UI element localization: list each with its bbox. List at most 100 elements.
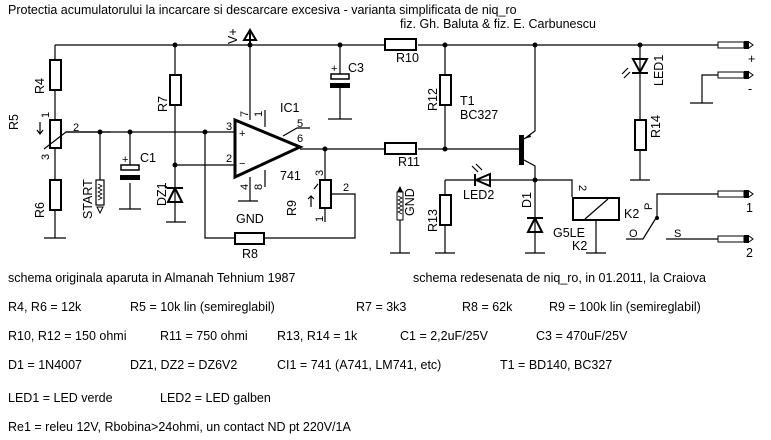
label-ic-type: 741 bbox=[280, 169, 301, 183]
schematic-pin-label: 2 bbox=[343, 182, 349, 194]
label-dz1: DZ1 bbox=[155, 182, 169, 206]
schematic-pin-label: 2 bbox=[73, 122, 79, 134]
label-r5: R5 bbox=[7, 114, 21, 130]
parts-row-3-item: D1 = 1N4007 bbox=[8, 358, 83, 372]
schematic-pin-label: V+ bbox=[226, 28, 240, 44]
label-c3: C3 bbox=[348, 61, 364, 75]
parts-row-2-item: R10, R12 = 150 ohmi bbox=[8, 329, 127, 343]
label-k2: K2 bbox=[624, 207, 639, 221]
circuit-schematic: V+ R4 R5 1 2 3 R6 START + C1 R7 DZ1 + − … bbox=[7, 28, 755, 261]
schematic-pin-label: O bbox=[629, 228, 638, 240]
schematic-pin-label: 2 bbox=[746, 246, 753, 260]
led2-light-icon bbox=[471, 163, 483, 173]
terminal-plus: + bbox=[717, 41, 755, 66]
schematic-pin-label: 1 bbox=[40, 112, 52, 118]
label-start: START bbox=[81, 179, 95, 219]
terminal-2: 2 bbox=[717, 235, 754, 260]
zener-dz1 bbox=[164, 185, 184, 203]
schematic-pin-label: + bbox=[122, 154, 128, 166]
parts-row-1-item: R9 = 100k lin (semireglabil) bbox=[549, 300, 701, 314]
label-r14: R14 bbox=[649, 115, 663, 138]
schematic-pin-label: 3 bbox=[40, 154, 52, 160]
note-redrawn: schema redesenata de niq_ro, in 01.2011,… bbox=[413, 271, 707, 285]
label-t1: T1 bbox=[460, 94, 475, 108]
schematic-pin-label: P bbox=[643, 203, 655, 210]
resistor-r4 bbox=[49, 59, 62, 91]
schematic-pin-label: 5 bbox=[297, 118, 303, 130]
label-r4: R4 bbox=[33, 78, 47, 94]
schematic-pin-label: 8 bbox=[253, 184, 265, 190]
schematic-pin-label: 1 bbox=[746, 201, 753, 215]
parts-row-5-item: Re1 = releu 12V, Rbobina>24ohmi, un cont… bbox=[8, 420, 351, 434]
parts-row-4-item: LED1 = LED verde bbox=[8, 391, 113, 405]
schematic-authors: fiz. Gh. Baluta & fiz. E. Carbunescu bbox=[400, 17, 596, 31]
vplus-symbol: V+ bbox=[226, 28, 258, 45]
schematic-pin-label: 3 bbox=[314, 170, 326, 176]
note-original: schema originala aparuta in Almanah Tehn… bbox=[8, 271, 296, 285]
resistor-r7 bbox=[169, 74, 182, 106]
schematic-pin-label: 3 bbox=[226, 121, 232, 133]
led2 bbox=[473, 172, 491, 188]
schematic-pin-label: + bbox=[239, 128, 245, 140]
schematic-pin-label: - bbox=[748, 82, 752, 96]
parts-row-2-item: R11 = 750 ohmi bbox=[160, 329, 248, 343]
label-gnd-terminal: GND bbox=[403, 188, 417, 216]
schematic-pin-label: − bbox=[239, 158, 245, 170]
parts-row-1-item: R5 = 10k lin (semireglabil) bbox=[130, 300, 275, 314]
label-r10: R10 bbox=[396, 51, 419, 65]
label-gnd-opamp: GND bbox=[236, 212, 264, 226]
label-relay-model: G5LE bbox=[553, 226, 585, 240]
diode-d1 bbox=[526, 215, 544, 233]
capacitor-c3 bbox=[330, 73, 350, 80]
label-k2-b: K2 bbox=[572, 239, 587, 253]
parts-row-3-item: CI1 = 741 (A741, LM741, etc) bbox=[277, 358, 442, 372]
schematic-pin-label: 7 bbox=[239, 111, 251, 117]
resistor-r10 bbox=[384, 38, 417, 51]
terminal-1: 1 bbox=[717, 190, 754, 215]
opamp-ic1 bbox=[233, 117, 304, 180]
parts-row-3-item: DZ1, DZ2 = DZ6V2 bbox=[130, 358, 238, 372]
resistor-r12 bbox=[439, 74, 452, 106]
resistor-r11 bbox=[384, 142, 417, 155]
label-led1: LED1 bbox=[652, 55, 666, 86]
schematic-pin-label: 2 bbox=[226, 153, 232, 165]
label-led2: LED2 bbox=[463, 188, 494, 202]
label-r6: R6 bbox=[33, 202, 47, 218]
parts-row-2-item: R13, R14 = 1k bbox=[277, 329, 358, 343]
label-r8: R8 bbox=[242, 247, 258, 261]
schematic-pin-label: 6 bbox=[297, 133, 303, 145]
label-t1-type: BC327 bbox=[460, 108, 498, 122]
schematic-pin-label: 1 bbox=[314, 216, 326, 222]
parts-row-3-item: T1 = BD140, BC327 bbox=[500, 358, 613, 372]
led1 bbox=[631, 58, 649, 75]
schematic-pin-label: 1 bbox=[253, 111, 265, 117]
label-d1: D1 bbox=[520, 192, 534, 208]
parts-row-2-item: C1 = 2,2uF/25V bbox=[400, 329, 488, 343]
parts-row-2-item: C3 = 470uF/25V bbox=[536, 329, 628, 343]
start-button-contact bbox=[95, 179, 105, 206]
capacitor-c1 bbox=[120, 164, 140, 171]
potentiometer-r9 bbox=[319, 179, 332, 209]
r5-adjust-arrow-icon bbox=[36, 122, 44, 135]
resistor-r8 bbox=[234, 232, 265, 245]
label-c1: C1 bbox=[140, 151, 156, 165]
resistor-r6 bbox=[49, 179, 62, 211]
label-r9: R9 bbox=[285, 200, 299, 216]
label-r12: R12 bbox=[426, 88, 440, 111]
schematic-pin-label: + bbox=[331, 63, 337, 75]
terminal-minus: - bbox=[717, 71, 754, 96]
resistor-r14 bbox=[634, 119, 647, 151]
schematic-pin-label: S bbox=[674, 228, 681, 240]
led1-light-icon bbox=[621, 67, 631, 79]
schematic-pin-label: 2 bbox=[576, 185, 588, 191]
r9-adjust-arrow-icon bbox=[307, 195, 315, 207]
parts-row-1-item: R4, R6 = 12k bbox=[8, 300, 82, 314]
relay-contact bbox=[626, 193, 718, 240]
transistor-t1 bbox=[519, 135, 524, 165]
parts-row-4-item: LED2 = LED galben bbox=[160, 391, 271, 405]
parts-row-1-item: R8 = 62k bbox=[462, 300, 513, 314]
schematic-pin-label: + bbox=[748, 52, 755, 66]
schematic-pin-label: 4 bbox=[239, 184, 251, 190]
label-r11: R11 bbox=[398, 155, 420, 169]
label-r7: R7 bbox=[156, 96, 170, 112]
